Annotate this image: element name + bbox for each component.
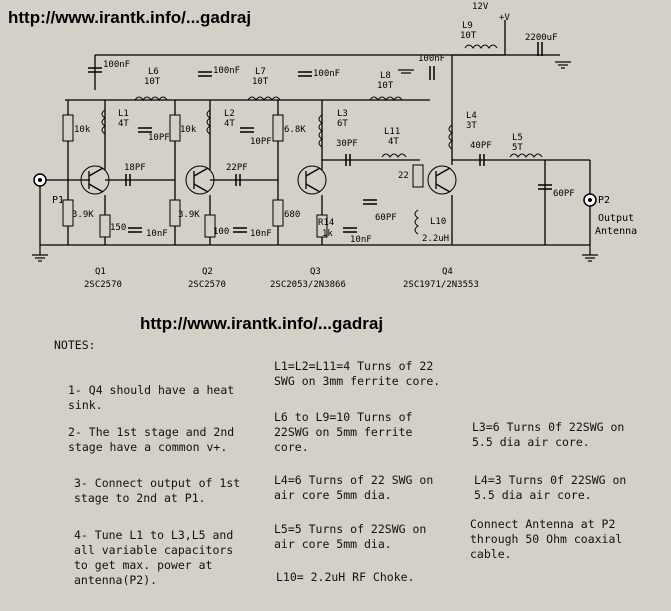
- r14-value-label: 1k: [322, 229, 333, 239]
- cap-100nf-3-label: 100nF: [313, 69, 340, 79]
- cap-100nf-4-label: 100nF: [418, 54, 445, 64]
- q4-part-label: 2SC1971/2N3553: [403, 280, 479, 290]
- port-p1: [33, 173, 47, 187]
- resistor-150-label: 150: [110, 223, 126, 233]
- resistor-22-label: 22: [398, 171, 409, 181]
- l1-name-label: L1: [118, 109, 129, 119]
- l2-value-label: 4T: [224, 119, 235, 129]
- q3-part-label: 2SC2053/2N3866: [270, 280, 346, 290]
- l4-name-label: L4: [466, 111, 477, 121]
- coil-note-l6-l9: L6 to L9=10 Turns of 22SWG on 5mm ferrit…: [274, 410, 413, 454]
- cap-10nf-1-label: 10nF: [146, 229, 168, 239]
- wiring: [39, 20, 591, 246]
- resistor-10k-1-label: 10k: [74, 125, 91, 135]
- coil-note-l4-b: L4=3 Turns 0f 22SWG on 5.5 dia air core.: [474, 473, 627, 502]
- q1-part-label: 2SC2570: [84, 280, 122, 290]
- note-2: 2- The 1st stage and 2nd stage have a co…: [68, 425, 235, 454]
- l6-name-label: L6: [148, 67, 159, 77]
- q4-label: Q4: [442, 267, 453, 277]
- l9-value-label: 10T: [460, 31, 477, 41]
- cap-10pf-2-label: 10PF: [250, 137, 272, 147]
- l4-value-label: 3T: [466, 121, 477, 131]
- l7-value-label: 10T: [252, 77, 269, 87]
- cap-10nf-2-label: 10nF: [250, 229, 272, 239]
- notes-heading: NOTES:: [54, 338, 96, 352]
- l10-name-label: L10: [430, 217, 446, 227]
- q3-label: Q3: [310, 267, 321, 277]
- l10-value-label: 2.2uH: [422, 234, 449, 244]
- q1-label: Q1: [95, 267, 106, 277]
- cap-22pf-label: 22PF: [226, 163, 248, 173]
- transistor-symbols: [80, 165, 457, 195]
- ground-symbols: [32, 61, 598, 262]
- coil-note-l5: L5=5 Turns of 22SWG on air core 5mm dia.: [274, 522, 427, 551]
- l6-value-label: 10T: [144, 77, 161, 87]
- cap-30pf-label: 30PF: [336, 139, 358, 149]
- l5-value-label: 5T: [512, 143, 523, 153]
- l7-name-label: L7: [255, 67, 266, 77]
- coil-note-l1-l2-l11: L1=L2=L11=4 Turns of 22 SWG on 3mm ferri…: [274, 359, 441, 388]
- port-p2-label: P2: [598, 195, 610, 206]
- note-3: 3- Connect output of 1st stage to 2nd at…: [74, 476, 241, 505]
- output-label-line2: Antenna: [595, 226, 637, 237]
- supply-symbol-label: +V: [499, 13, 510, 23]
- port-p2: [583, 193, 597, 207]
- cap-18pf-label: 18PF: [124, 163, 146, 173]
- resistor-symbols: [62, 114, 424, 238]
- l2-name-label: L2: [224, 109, 235, 119]
- schematic-diagram: 12V +V 100nF 100nF 100nF 100nF 2200uF L6…: [32, 2, 637, 290]
- r14-name-label: R14: [318, 218, 334, 228]
- cap-100nf-1-label: 100nF: [103, 60, 130, 70]
- q2-label: Q2: [202, 267, 213, 277]
- resistor-100-label: 100: [213, 227, 229, 237]
- cap-2200uf-label: 2200uF: [525, 33, 558, 43]
- l11-value-label: 4T: [388, 137, 399, 147]
- watermark-url-top[interactable]: http://www.irantk.info/...gadraj: [8, 8, 252, 27]
- cap-10pf-1-label: 10PF: [148, 133, 170, 143]
- coil-note-l3: L3=6 Turns 0f 22SWG on 5.5 dia air core.: [472, 420, 625, 449]
- note-1: 1- Q4 should have a heat sink.: [68, 383, 235, 412]
- resistor-3-9k-1-label: 3.9K: [72, 210, 94, 220]
- supply-voltage-label: 12V: [472, 2, 489, 12]
- l3-value-label: 6T: [337, 119, 348, 129]
- l8-name-label: L8: [380, 71, 391, 81]
- coil-note-l4-a: L4=6 Turns of 22 SWG on air core 5mm dia…: [274, 473, 434, 502]
- cap-10nf-3-label: 10nF: [350, 235, 372, 245]
- l8-value-label: 10T: [377, 81, 394, 91]
- capacitor-symbols: [88, 42, 552, 233]
- l3-name-label: L3: [337, 109, 348, 119]
- resistor-10k-2-label: 10k: [180, 125, 197, 135]
- cap-100nf-2-label: 100nF: [213, 66, 240, 76]
- cap-40pf-label: 40PF: [470, 141, 492, 151]
- l11-name-label: L11: [384, 127, 400, 137]
- l5-name-label: L5: [512, 133, 523, 143]
- port-p1-label: P1: [52, 195, 64, 206]
- watermark-url-middle[interactable]: http://www.irantk.info/...gadraj: [140, 314, 384, 333]
- resistor-680-label: 680: [284, 210, 300, 220]
- cap-60pf-1-label: 60PF: [375, 213, 397, 223]
- q2-part-label: 2SC2570: [188, 280, 226, 290]
- cap-60pf-2-label: 60PF: [553, 189, 575, 199]
- resistor-6-8k-label: 6.8K: [284, 125, 306, 135]
- l1-value-label: 4T: [118, 119, 129, 129]
- l9-name-label: L9: [462, 21, 473, 31]
- antenna-note: Connect Antenna at P2 through 50 Ohm coa…: [470, 517, 623, 561]
- resistor-3-9k-2-label: 3.9K: [178, 210, 200, 220]
- inductor-symbols: [101, 44, 543, 235]
- note-4: 4- Tune L1 to L3,L5 and all variable cap…: [74, 528, 234, 587]
- output-label-line1: Output: [598, 213, 634, 224]
- coil-note-l10: L10= 2.2uH RF Choke.: [276, 570, 415, 584]
